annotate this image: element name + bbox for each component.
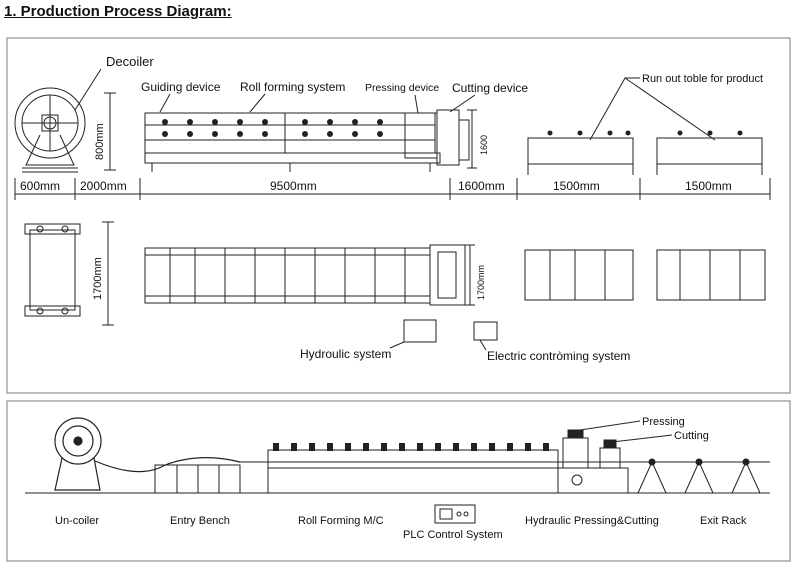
rollforming-top-view: [144, 244, 466, 306]
entry-bench: [154, 464, 241, 494]
label-hydraulic-system: Hydroulic system: [300, 347, 391, 361]
rollforming-stands: [162, 119, 383, 137]
decoiler-top-view: [24, 223, 81, 317]
station-uncoiler: Un-coiler: [55, 515, 99, 527]
station-hydraulic: Hydraulic Pressing&Cutting: [525, 515, 659, 527]
dim-600: 600mm: [20, 179, 60, 193]
label-cutting-device: Cutting device: [452, 81, 528, 95]
electric-box: [473, 321, 498, 341]
label-electric-system: Electric contròming system: [487, 349, 630, 363]
press-cutting-unit: [557, 429, 629, 494]
dim-1600: 1600mm: [458, 179, 505, 193]
rollforming-machine: [267, 449, 559, 494]
callout-pressing: Pressing: [642, 416, 685, 428]
runout-tables-top: [524, 249, 766, 301]
bottom-panel-frame: [6, 400, 791, 562]
station-roll-forming: Roll Forming M/C: [298, 515, 384, 527]
dimension-row: [14, 178, 771, 200]
label-guiding-device: Guiding device: [141, 80, 221, 94]
dim-2000: 2000mm: [80, 179, 127, 193]
rollforming-side-view: [144, 109, 470, 172]
uncoiler-machine: [54, 417, 241, 491]
station-entry-bench: Entry Bench: [170, 515, 230, 527]
dim-1500-a: 1500mm: [553, 179, 600, 193]
hydraulic-box: [403, 319, 437, 343]
callout-cutting: Cutting: [674, 430, 709, 442]
dim-1500-b: 1500mm: [685, 179, 732, 193]
dim-1700-vertical-b: 1700mm: [476, 265, 486, 300]
label-pressing-device: Pressing device: [365, 82, 439, 94]
station-exit-rack: Exit Rack: [700, 515, 747, 527]
page-title: 1. Production Process Diagram:: [4, 3, 232, 20]
dim-9500: 9500mm: [270, 179, 317, 193]
top-panel-frame: [6, 37, 791, 394]
decoiler-side-view: [14, 87, 86, 173]
dim-1700-vertical: 1700mm: [92, 257, 104, 300]
label-decoiler: Decoiler: [106, 54, 154, 69]
dim-800-vertical: 800mm: [94, 123, 106, 160]
plc-control-box: [434, 504, 476, 524]
station-plc: PLC Control System: [403, 529, 503, 541]
label-runout-table: Run out toble for product: [642, 73, 763, 85]
label-roll-forming-system: Roll forming system: [240, 80, 345, 94]
dim-1600-vertical: 1600: [479, 135, 489, 155]
runout-tables-side: [527, 137, 763, 175]
exit-rack: [637, 458, 761, 494]
